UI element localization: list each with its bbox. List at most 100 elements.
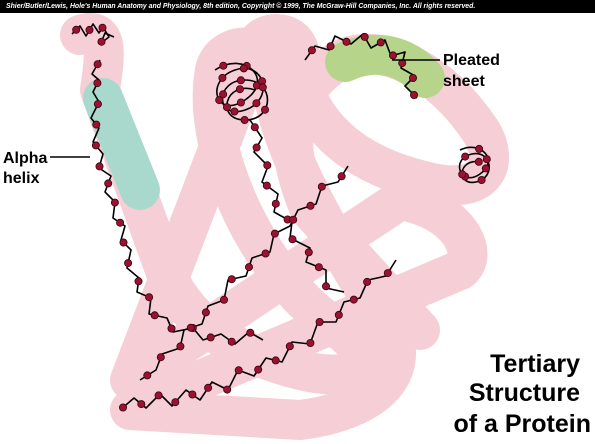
amino-acid-bead [389,52,396,59]
amino-acid-bead [261,106,268,113]
amino-acid-bead [86,26,93,33]
amino-acid-bead [377,39,384,46]
amino-acid-bead [318,183,325,190]
amino-acid-bead [224,386,231,393]
amino-acid-bead [236,86,243,93]
amino-acid-bead [361,33,368,40]
amino-acid-bead [177,343,184,350]
amino-acid-bead [138,401,145,408]
amino-acid-bead [253,144,260,151]
amino-acid-bead [99,24,106,31]
amino-acid-bead [272,200,279,207]
title-line-1: Tertiary [490,350,580,378]
alpha-helix-label: Alpha [3,150,48,167]
amino-acid-bead [315,264,322,271]
amino-acid-bead [94,101,101,108]
amino-acid-bead [272,357,279,364]
amino-acid-bead [462,153,469,160]
amino-acid-bead [144,372,151,379]
amino-acid-bead [73,26,80,33]
amino-acid-bead [338,173,345,180]
amino-acid-bead [151,312,158,319]
amino-acid-bead [92,142,99,149]
amino-acid-bead [241,116,248,123]
amino-acid-bead [327,43,334,50]
amino-acid-bead [409,74,416,81]
amino-acid-bead [316,318,323,325]
amino-acid-bead [207,334,214,341]
amino-acid-bead [231,108,238,115]
amino-acid-bead [105,180,112,187]
amino-acid-bead [478,176,485,183]
amino-acid-bead [111,199,118,206]
amino-acid-bead [117,219,124,226]
amino-acid-bead [262,250,269,257]
amino-acid-bead [189,391,196,398]
amino-acid-bead [235,367,242,374]
protein-diagram: Alpha helix Pleated sheet Tertiary Struc… [0,13,595,444]
amino-acid-bead [255,366,262,373]
amino-acid-bead [350,296,357,303]
amino-acid-bead [187,324,194,331]
amino-acid-bead [410,91,417,98]
amino-acid-bead [253,100,260,107]
amino-acid-bead [307,202,314,209]
amino-acid-bead [476,145,483,152]
amino-acid-bead [94,61,101,68]
amino-acid-bead [251,124,258,131]
amino-acid-bead [308,47,315,54]
amino-acid-bead [264,162,271,169]
amino-acid-bead [220,91,227,98]
amino-acid-bead [146,294,153,301]
copyright-banner: Shier/Butler/Lewis, Hole's Human Anatomy… [0,0,595,13]
amino-acid-bead [384,270,391,277]
amino-acid-bead [322,283,329,290]
amino-acid-bead [135,278,142,285]
alpha-helix-label-line2: helix [3,170,40,187]
amino-acid-bead [205,384,212,391]
title-line-3: of a Protein [453,410,591,438]
amino-acid-bead [120,239,127,246]
amino-acid-bead [168,325,175,332]
amino-acid-bead [94,80,101,87]
amino-acid-bead [237,99,244,106]
pleated-sheet-label: Pleated [443,52,500,69]
amino-acid-bead [245,264,252,271]
amino-acid-bead [307,339,314,346]
amino-acid-bead [93,121,100,128]
amino-acid-bead [247,329,254,336]
title-line-2: Structure [469,379,580,407]
pleated-sheet-label-line2: sheet [443,73,485,90]
amino-acid-bead [220,62,227,69]
amino-acid-bead [286,343,293,350]
amino-acid-bead [240,65,247,72]
amino-acid-bead [290,216,297,223]
amino-acid-bead [125,260,132,267]
amino-acid-bead [228,338,235,345]
amino-acid-bead [289,236,296,243]
amino-acid-bead [482,165,489,172]
amino-acid-bead [475,158,482,165]
amino-acid-bead [155,392,162,399]
amino-acid-bead [259,84,266,91]
protein-ribbon [80,33,489,420]
amino-acid-bead [98,38,105,45]
amino-acid-bead [305,249,312,256]
amino-acid-bead [157,354,164,361]
amino-acid-bead [263,182,270,189]
amino-acid-bead [335,311,342,318]
amino-acid-bead [119,404,126,411]
amino-acid-bead [202,309,209,316]
amino-acid-bead [228,276,235,283]
amino-acid-bead [96,163,103,170]
amino-acid-bead [223,104,230,111]
amino-acid-bead [271,230,278,237]
amino-acid-bead [364,278,371,285]
amino-acid-bead [483,156,490,163]
amino-acid-bead [237,77,244,84]
amino-acid-bead [172,399,179,406]
alpha-helix-region [103,98,140,190]
amino-acid-bead [220,296,227,303]
amino-acid-bead [219,74,226,81]
